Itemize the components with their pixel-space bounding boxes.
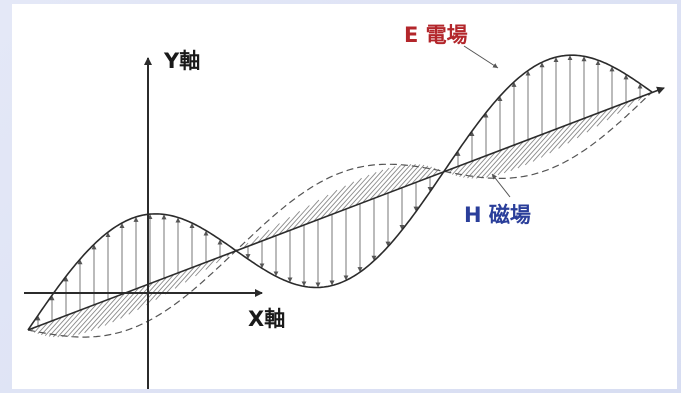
e-field-vectors bbox=[35, 55, 643, 327]
h-field-hatch-line bbox=[383, 163, 412, 195]
h-field-hatch-line bbox=[128, 279, 161, 315]
h-field-hatch-line bbox=[112, 284, 147, 323]
h-field-hatch-line bbox=[57, 308, 84, 338]
h-field-hatch-line bbox=[184, 263, 203, 283]
h-field-hatch-line bbox=[397, 164, 421, 190]
propagation-axis bbox=[27, 86, 665, 331]
h-field-hatch-line bbox=[164, 268, 189, 295]
h-field-hatch-line bbox=[264, 223, 280, 240]
h-field-hatch-line bbox=[72, 300, 105, 337]
h-field-hatch-line bbox=[596, 105, 616, 127]
h-field-hatch-line bbox=[476, 148, 504, 179]
h-field-hatch-line bbox=[497, 137, 532, 176]
h-field-hatch-line bbox=[285, 205, 310, 232]
h-field-hatch-line bbox=[44, 316, 63, 337]
h-field-curve bbox=[27, 91, 653, 338]
h-field-hatch-line bbox=[606, 103, 623, 121]
h-field-hatch-line bbox=[510, 132, 546, 172]
h-field-hatch-line bbox=[586, 108, 609, 133]
h-field-hatch-line bbox=[355, 167, 390, 206]
h-field-hatch-line bbox=[327, 177, 362, 216]
h-field-hatch-line bbox=[62, 306, 91, 338]
em-wave-diagram: Y軸 X軸 E 電場 H 磁場 bbox=[24, 23, 665, 389]
h-field-hatch-line bbox=[362, 166, 396, 203]
h-field-hatch-line bbox=[491, 140, 525, 177]
h-field-hatch-line bbox=[299, 194, 329, 227]
h-field-hatch-line bbox=[41, 319, 56, 336]
e-field-label: E 電場 bbox=[404, 23, 468, 47]
e-field-curve bbox=[27, 54, 653, 331]
e-field-pointer bbox=[463, 45, 499, 69]
h-field-hatch-line bbox=[257, 229, 270, 243]
h-field-hatch-line bbox=[549, 119, 581, 154]
h-field-hatch-line bbox=[369, 165, 402, 200]
h-field-hatch-line bbox=[480, 145, 511, 179]
h-field-hatch-line bbox=[205, 257, 217, 270]
h-field-hatch-line bbox=[48, 314, 70, 337]
h-field-hatch-line bbox=[97, 289, 133, 329]
h-field-hatch-line bbox=[617, 100, 630, 115]
h-field-hatch-line bbox=[271, 216, 291, 238]
h-field-hatch-line bbox=[320, 181, 355, 219]
h-field-hatch-line bbox=[503, 135, 539, 174]
y-axis-label: Y軸 bbox=[163, 49, 200, 73]
h-field-hatch-line bbox=[567, 113, 595, 144]
h-field-hatch-line bbox=[411, 165, 429, 184]
h-field-hatch-line bbox=[558, 116, 588, 149]
h-field-hatch-line bbox=[306, 189, 338, 224]
h-field-hatch-line bbox=[155, 271, 182, 301]
h-field-hatch-line bbox=[78, 297, 112, 335]
h-field-hatch-line bbox=[376, 164, 407, 198]
h-field-hatch-line bbox=[146, 273, 175, 306]
h-field-hatch-line bbox=[576, 111, 602, 139]
h-field-hatch-line bbox=[390, 163, 416, 192]
h-field-hatch-line bbox=[486, 143, 518, 178]
h-field-pointer bbox=[491, 173, 511, 198]
h-field-hatch-line bbox=[471, 151, 497, 179]
h-field-hatch-line bbox=[517, 129, 553, 169]
h-field-hatching bbox=[30, 95, 644, 338]
h-field-hatch-line bbox=[292, 199, 320, 230]
h-field-label: H 磁場 bbox=[464, 203, 531, 227]
h-field-hatch-line bbox=[532, 124, 567, 162]
h-field-hatch-line bbox=[540, 121, 574, 158]
h-field-hatch-line bbox=[334, 174, 370, 214]
h-field-hatch-line bbox=[174, 265, 196, 289]
h-field-hatch-line bbox=[52, 311, 77, 338]
h-field-hatch-line bbox=[467, 153, 490, 179]
h-field-hatch-line bbox=[195, 260, 210, 277]
x-axis-label: X軸 bbox=[248, 307, 285, 331]
h-field-hatch-line bbox=[459, 159, 476, 178]
diagram-canvas: Y軸 X軸 E 電場 H 磁場 bbox=[12, 4, 677, 389]
h-field-hatch-line bbox=[90, 292, 126, 332]
h-field-hatch-line bbox=[524, 127, 560, 166]
h-field-hatch-line bbox=[250, 236, 260, 246]
h-field-hatch-line bbox=[348, 169, 384, 208]
h-field-hatch-line bbox=[278, 210, 301, 235]
h-field-hatch-line bbox=[404, 164, 425, 187]
h-field-hatch-line bbox=[418, 166, 432, 182]
h-field-hatch-line bbox=[67, 303, 98, 337]
h-field-hatch-line bbox=[84, 295, 119, 334]
h-field-hatch-line bbox=[463, 156, 483, 178]
h-field-hatch-line bbox=[341, 171, 377, 211]
h-field-hatch-line bbox=[313, 185, 346, 222]
